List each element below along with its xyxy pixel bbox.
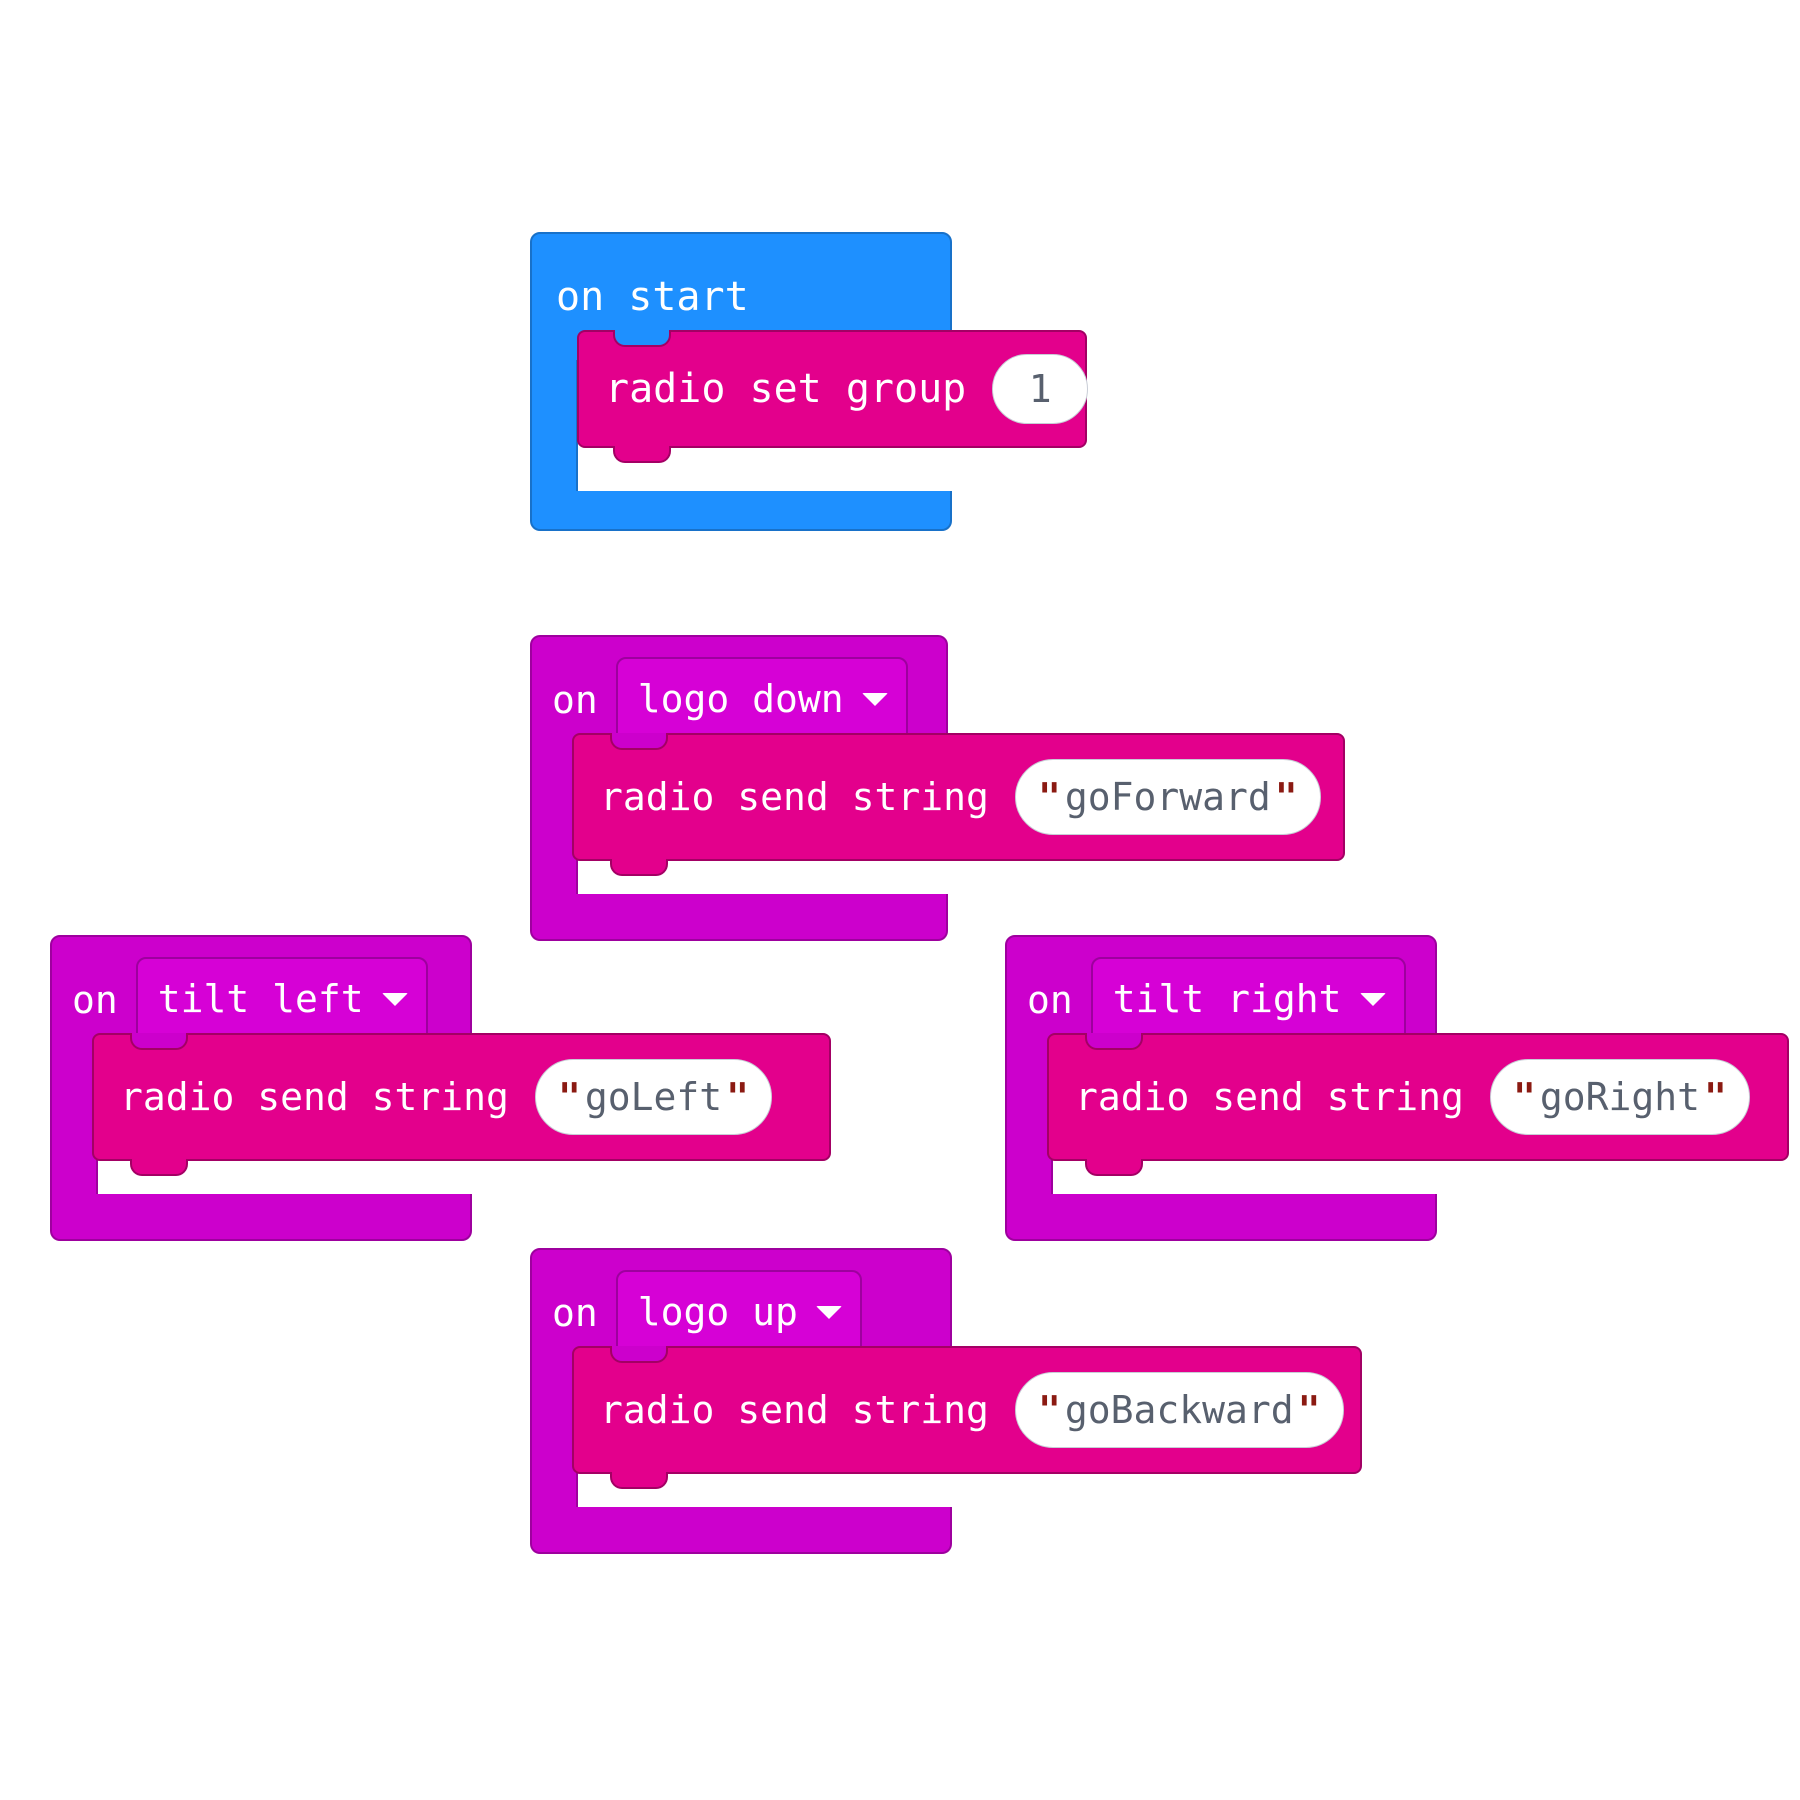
event-foot [530,1507,952,1554]
statement-bottom-tab [610,1472,668,1489]
event-foot [50,1194,472,1241]
statement-body [572,733,1345,861]
statement-top-notch [610,733,668,750]
statement-top-notch [610,1346,668,1363]
event-foot [530,894,948,941]
event-left-arm [530,360,578,493]
event-left-arm [530,1376,578,1509]
event-foot [1005,1194,1437,1241]
statement-bottom-tab [610,859,668,876]
statement-body [577,330,1087,448]
statement-body [92,1033,831,1161]
event-left-arm [530,763,578,896]
statement-bottom-tab [1085,1159,1143,1176]
statement-top-notch [1085,1033,1143,1050]
statement-bottom-tab [613,446,671,463]
statement-body [1047,1033,1789,1161]
statement-top-notch [130,1033,188,1050]
statement-top-notch [613,330,671,347]
statement-body [572,1346,1362,1474]
event-foot [530,491,952,531]
event-left-arm [1005,1063,1053,1196]
event-left-arm [50,1063,98,1196]
statement-bottom-tab [130,1159,188,1176]
